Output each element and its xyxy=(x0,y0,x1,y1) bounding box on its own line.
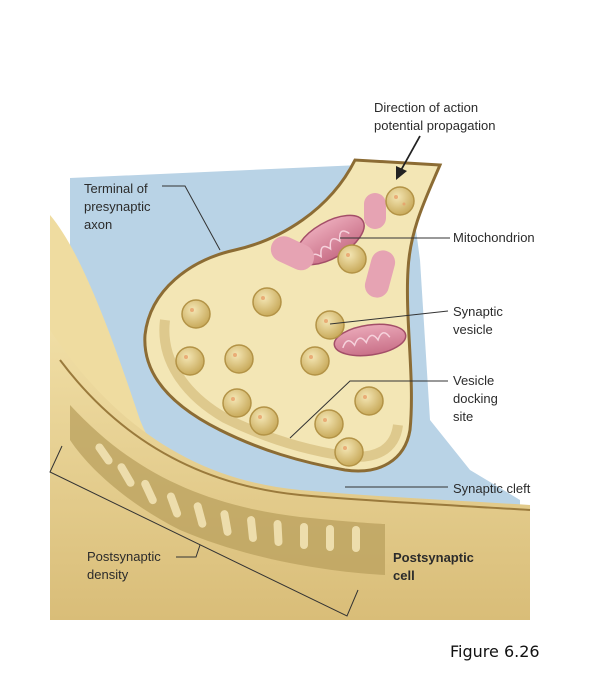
direction-arrow xyxy=(396,135,421,180)
figure-caption: Figure 6.26 xyxy=(450,642,540,661)
label-postsynaptic-density: Postsynaptic density xyxy=(87,549,161,582)
mitochondrion-2 xyxy=(333,323,407,357)
postsynaptic-cell xyxy=(50,330,530,620)
vesicle-leader xyxy=(329,310,449,325)
label-synaptic-vesicle: Synaptic vesicle xyxy=(453,304,503,337)
label-vesicle-docking-site: Vesicle docking site xyxy=(453,373,498,424)
postsynaptic-bracket xyxy=(49,445,359,617)
density-leader xyxy=(176,544,201,558)
density-spines xyxy=(95,443,360,552)
leader-lines xyxy=(162,185,450,558)
label-postsynaptic-cell: Postsynaptic cell xyxy=(393,550,474,583)
mitochondrion-small-1 xyxy=(270,236,315,271)
label-direction: Direction of action potential propagatio… xyxy=(374,100,496,133)
mitochondrion-small-3 xyxy=(364,250,396,298)
label-synaptic-cleft: Synaptic cleft xyxy=(453,481,531,496)
mitochondrion-small-2 xyxy=(364,193,386,229)
docking-leader xyxy=(289,380,448,439)
terminal-leader xyxy=(162,185,221,251)
label-mitochondrion: Mitochondrion xyxy=(453,230,535,245)
synaptic-vesicles xyxy=(175,186,415,467)
label-terminal: Terminal of presynaptic axon xyxy=(84,181,151,232)
